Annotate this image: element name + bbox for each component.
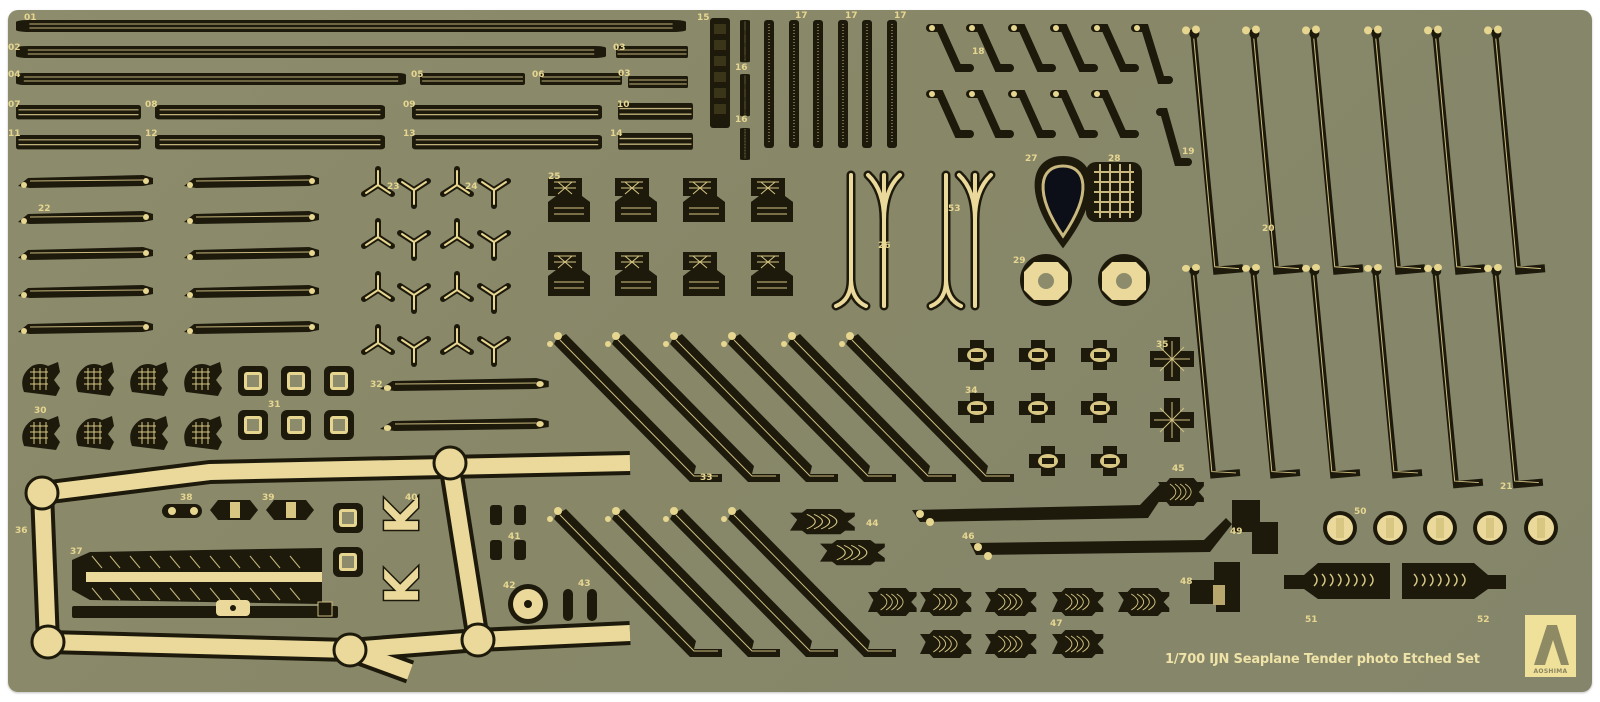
label-31: 31 bbox=[268, 400, 281, 410]
label-16: 16 bbox=[735, 115, 748, 125]
label-19: 19 bbox=[1182, 147, 1195, 157]
label-18: 18 bbox=[972, 47, 985, 57]
label-11: 11 bbox=[8, 129, 21, 139]
label-29: 29 bbox=[1013, 256, 1026, 266]
label-06: 06 bbox=[532, 70, 545, 80]
label-48: 48 bbox=[1180, 577, 1193, 587]
label-17: 17 bbox=[795, 11, 808, 21]
brand-name: AOSHIMA bbox=[1533, 668, 1568, 675]
label-22: 22 bbox=[38, 204, 51, 214]
label-15: 15 bbox=[697, 13, 710, 23]
label-12: 12 bbox=[145, 129, 158, 139]
label-51: 51 bbox=[1305, 615, 1318, 625]
label-46: 46 bbox=[962, 532, 975, 542]
label-40: 40 bbox=[405, 493, 418, 503]
label-32: 32 bbox=[370, 380, 383, 390]
label-47: 47 bbox=[1050, 619, 1063, 629]
label-44: 44 bbox=[866, 519, 879, 529]
label-30: 30 bbox=[34, 406, 47, 416]
label-04: 04 bbox=[8, 70, 21, 80]
label-42: 42 bbox=[503, 581, 516, 591]
label-45: 45 bbox=[1172, 464, 1185, 474]
label-33: 33 bbox=[700, 473, 713, 483]
label-26: 26 bbox=[878, 241, 891, 251]
label-38: 38 bbox=[180, 493, 193, 503]
label-23: 23 bbox=[387, 182, 400, 192]
label-03: 03 bbox=[613, 43, 626, 53]
label-08: 08 bbox=[145, 100, 158, 110]
label-17: 17 bbox=[894, 11, 907, 21]
label-02: 02 bbox=[8, 43, 21, 53]
label-14: 14 bbox=[610, 129, 623, 139]
label-49: 49 bbox=[1230, 527, 1243, 537]
label-13: 13 bbox=[403, 129, 416, 139]
label-34: 34 bbox=[965, 386, 978, 396]
label-20: 20 bbox=[1262, 224, 1275, 234]
label-36: 36 bbox=[15, 526, 28, 536]
letter-k-1: K bbox=[375, 496, 429, 534]
label-05: 05 bbox=[411, 70, 424, 80]
label-16: 16 bbox=[735, 63, 748, 73]
label-50: 50 bbox=[1354, 507, 1367, 517]
label-10: 10 bbox=[617, 100, 630, 110]
label-53: 53 bbox=[948, 204, 961, 214]
label-09: 09 bbox=[403, 100, 416, 110]
label-24: 24 bbox=[465, 182, 478, 192]
letter-k-2: K bbox=[375, 566, 429, 604]
label-43: 43 bbox=[578, 579, 591, 589]
label-27: 27 bbox=[1025, 154, 1038, 164]
label-28: 28 bbox=[1108, 154, 1121, 164]
sheet-title: 1/700 IJN Seaplane Tender photo Etched S… bbox=[1165, 652, 1480, 667]
label-52: 52 bbox=[1477, 615, 1490, 625]
label-39: 39 bbox=[262, 493, 275, 503]
label-07: 07 bbox=[8, 100, 21, 110]
label-21: 21 bbox=[1500, 482, 1513, 492]
label-03: 03 bbox=[618, 69, 631, 79]
label-37: 37 bbox=[70, 547, 83, 557]
label-17: 17 bbox=[845, 11, 858, 21]
label-41: 41 bbox=[508, 532, 521, 542]
label-25: 25 bbox=[548, 172, 561, 182]
label-01: 01 bbox=[24, 13, 37, 23]
label-35: 35 bbox=[1156, 340, 1169, 350]
